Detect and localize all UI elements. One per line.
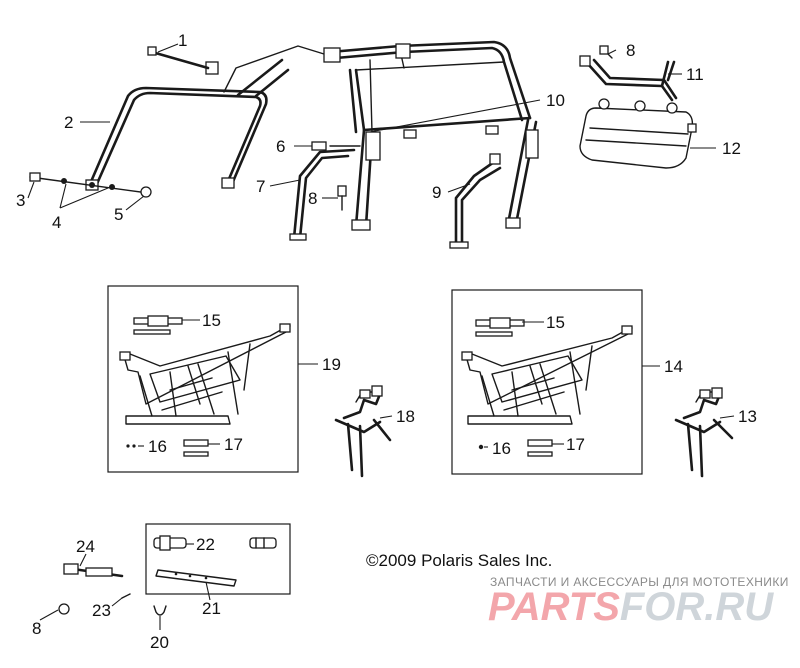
callout-2[interactable]: 2 xyxy=(64,113,73,132)
bolt-1 xyxy=(147,46,210,70)
callout-14[interactable]: 14 xyxy=(664,357,683,376)
copyright-notice: ©2009 Polaris Sales Inc. xyxy=(366,551,552,570)
watermark-logo-part2: FOR.RU xyxy=(620,585,774,629)
callout-3[interactable]: 3 xyxy=(16,191,25,210)
hardware-22 xyxy=(153,535,277,551)
callout-22[interactable]: 22 xyxy=(196,535,215,554)
callout-24[interactable]: 24 xyxy=(76,537,95,556)
callout-4[interactable]: 4 xyxy=(52,213,61,232)
kit-box-14 xyxy=(451,289,643,475)
callout-8-handle[interactable]: 8 xyxy=(626,41,635,60)
side-net-frame-14 xyxy=(461,325,633,425)
callout-17-right[interactable]: 17 xyxy=(566,435,585,454)
main-cab-frame xyxy=(323,40,539,231)
callout-9[interactable]: 9 xyxy=(432,183,441,202)
callout-5[interactable]: 5 xyxy=(114,205,123,224)
callout-15-right[interactable]: 15 xyxy=(546,313,565,332)
callout-18[interactable]: 18 xyxy=(396,407,415,426)
watermark: ЗАПЧАСТИ И АКСЕССУАРЫ ДЛЯ МОТОТЕХНИКИ PA… xyxy=(488,575,789,629)
callout-7[interactable]: 7 xyxy=(256,177,265,196)
clip-20 xyxy=(153,605,167,616)
strap-bar-21 xyxy=(155,569,237,587)
watermark-logo: PARTSFOR.RU xyxy=(488,585,774,629)
callout-8-latch[interactable]: 8 xyxy=(32,619,41,638)
watermark-logo-part1: PARTS xyxy=(488,585,620,629)
callout-labels: 1 2 3 4 5 6 7 8 9 10 8 11 12 13 14 15 15… xyxy=(16,31,757,652)
callout-12[interactable]: 12 xyxy=(722,139,741,158)
hardware-15-left xyxy=(133,315,183,335)
callout-19[interactable]: 19 xyxy=(322,355,341,374)
hardware-15-right xyxy=(475,317,525,337)
callout-23[interactable]: 23 xyxy=(92,601,111,620)
side-net-frame-19 xyxy=(119,323,291,425)
kit-box-19 xyxy=(107,285,299,473)
callout-16-right[interactable]: 16 xyxy=(492,439,511,458)
callout-21[interactable]: 21 xyxy=(202,599,221,618)
callout-1[interactable]: 1 xyxy=(178,31,187,50)
corner-bracket-13 xyxy=(674,387,734,478)
callout-15-left[interactable]: 15 xyxy=(202,311,221,330)
hardware-17-left xyxy=(183,439,209,457)
leader-lines xyxy=(27,43,735,630)
callout-6[interactable]: 6 xyxy=(276,137,285,156)
hardware-16-right xyxy=(478,444,484,450)
corner-bracket-18 xyxy=(334,385,392,478)
rear-handle-bar xyxy=(579,45,678,102)
callout-10[interactable]: 10 xyxy=(546,91,565,110)
callout-8-brace[interactable]: 8 xyxy=(308,189,317,208)
hardware-17-right xyxy=(527,439,553,457)
left-rear-brace xyxy=(289,141,361,241)
latch-24 xyxy=(63,563,124,578)
right-rear-brace xyxy=(449,153,502,249)
bolt-washer-nut-set xyxy=(29,172,152,198)
storage-bag xyxy=(579,98,697,169)
callout-16-left[interactable]: 16 xyxy=(148,437,167,456)
callout-17-left[interactable]: 17 xyxy=(224,435,243,454)
callout-13[interactable]: 13 xyxy=(738,407,757,426)
hardware-16-left xyxy=(126,444,136,448)
kit-box-21 xyxy=(145,523,291,595)
pin-23 xyxy=(121,593,131,599)
callout-11[interactable]: 11 xyxy=(686,65,704,84)
callout-20[interactable]: 20 xyxy=(150,633,169,652)
nut-8-lower xyxy=(58,603,70,615)
watermark-tagline: ЗАПЧАСТИ И АКСЕССУАРЫ ДЛЯ МОТОТЕХНИКИ xyxy=(490,575,789,589)
